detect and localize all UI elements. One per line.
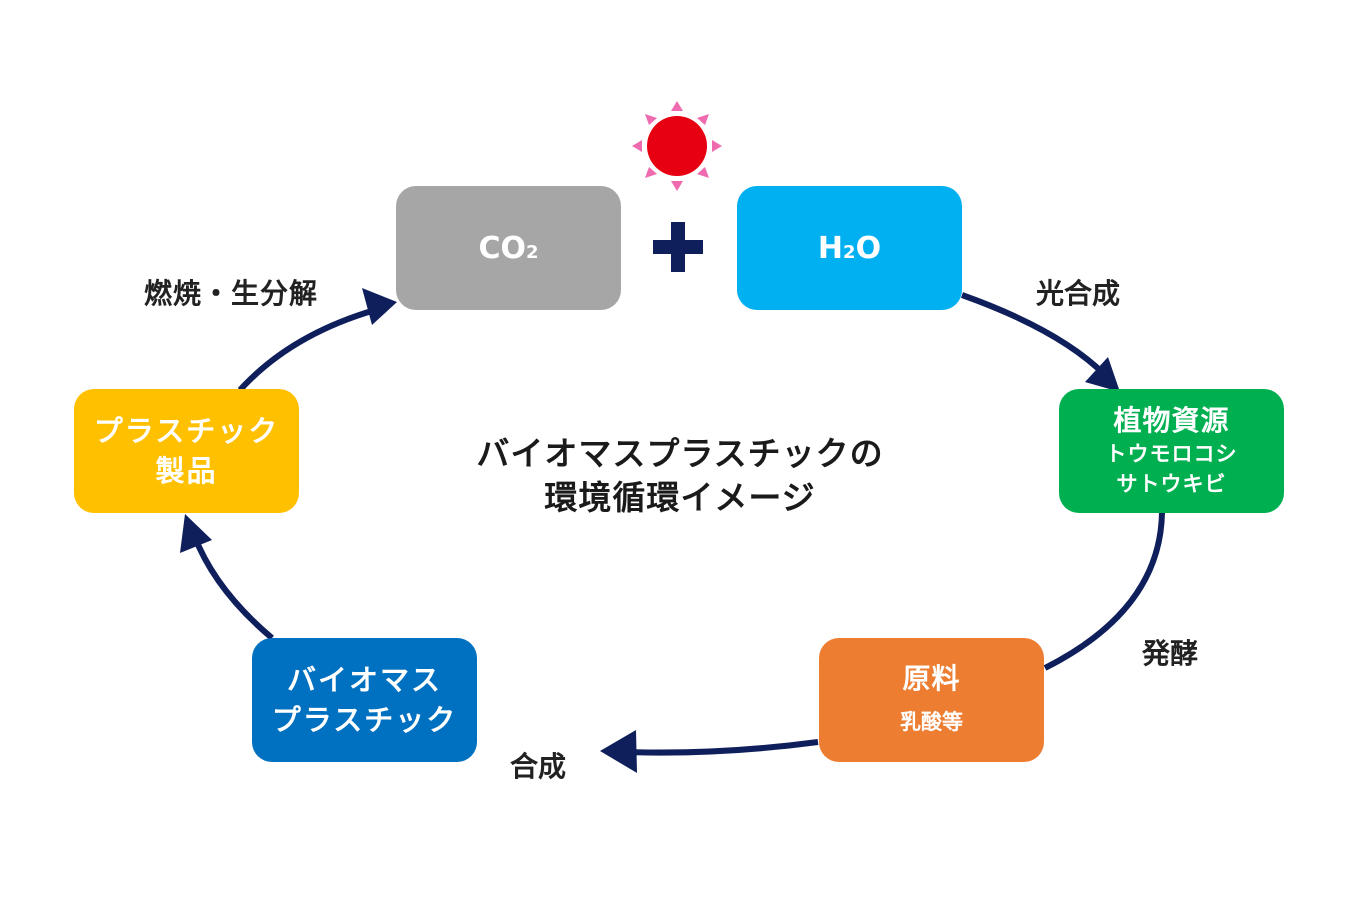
plant-resource-node: 植物資源 トウモロコシ サトウキビ bbox=[1059, 389, 1284, 513]
arrow-photosynthesis bbox=[960, 292, 1108, 378]
arrow-fermentation bbox=[1043, 512, 1165, 671]
bioplastic-line2: プラスチック bbox=[271, 703, 458, 737]
raw-material-title: 原料 bbox=[902, 662, 961, 695]
plant-resource-corn: トウモロコシ bbox=[1105, 442, 1238, 466]
label-photosynthesis: 光合成 bbox=[1036, 277, 1121, 310]
plastic-product-line1: プラスチック bbox=[93, 414, 280, 448]
plastic-product-node: プラスチック 製品 bbox=[74, 389, 299, 513]
arrow-combustion bbox=[237, 307, 376, 393]
plant-resource-title: 植物資源 bbox=[1113, 404, 1230, 437]
raw-material-node: 原料 乳酸等 bbox=[819, 638, 1044, 762]
diagram-title: バイオマスプラスチックの 環境循環イメージ bbox=[380, 432, 980, 520]
diagram-title-line2: 環境循環イメージ bbox=[544, 478, 816, 517]
label-combustion: 燃焼・生分解 bbox=[144, 277, 319, 310]
co2-node: CO2 bbox=[396, 186, 621, 310]
h2o-node: H2O bbox=[737, 186, 962, 310]
diagram-title-line1: バイオマスプラスチックの bbox=[476, 434, 884, 473]
bioplastic-node: バイオマス プラスチック bbox=[252, 638, 477, 762]
arrowhead-to-product bbox=[180, 514, 212, 553]
arrowhead-photosynthesis bbox=[1085, 357, 1120, 392]
sun-icon bbox=[632, 101, 722, 191]
arrowhead-synthesis bbox=[600, 730, 637, 773]
raw-material-sub: 乳酸等 bbox=[900, 710, 963, 734]
arrowhead-combustion bbox=[362, 288, 397, 325]
plus-icon bbox=[653, 222, 703, 272]
label-synthesis: 合成 bbox=[510, 750, 567, 783]
co2-label: CO2 bbox=[478, 230, 539, 266]
arrow-to-product bbox=[191, 533, 274, 641]
arrow-synthesis bbox=[624, 739, 819, 756]
label-fermentation: 発酵 bbox=[1142, 637, 1199, 670]
plastic-product-line2: 製品 bbox=[155, 454, 218, 488]
bioplastic-line1: バイオマス bbox=[286, 663, 442, 697]
plant-resource-sugarcane: サトウキビ bbox=[1116, 472, 1227, 496]
h2o-label: H2O bbox=[817, 230, 882, 266]
